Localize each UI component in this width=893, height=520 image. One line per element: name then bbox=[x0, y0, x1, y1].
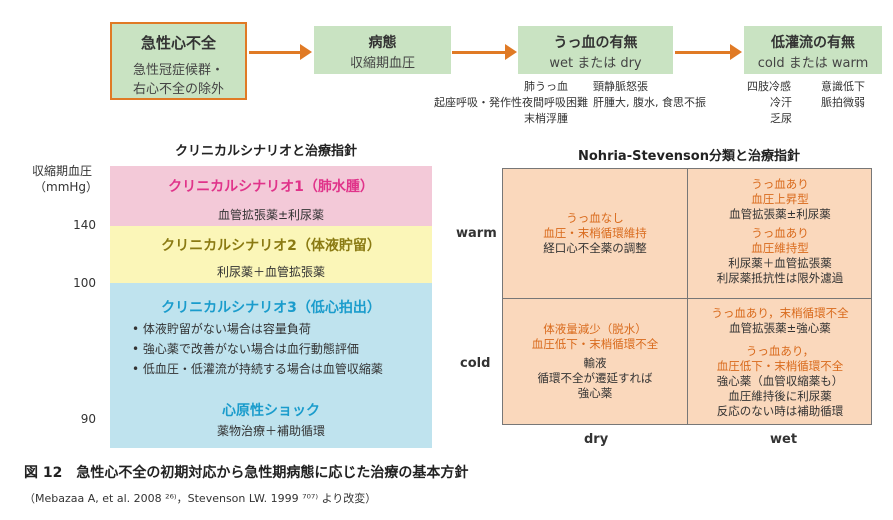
bp-tick-90: 90 bbox=[80, 412, 96, 426]
flow-box-title: うっ血の有無 bbox=[553, 35, 638, 51]
bp-tick-140: 140 bbox=[73, 218, 96, 232]
congestion-note: 末梢浮腫 bbox=[524, 112, 568, 125]
row-label-cold: cold bbox=[460, 356, 491, 371]
figure-source: （Mebazaa A, et al. 2008 ²⁶⁾，Stevenson LW… bbox=[24, 492, 377, 505]
col-label-dry: dry bbox=[584, 432, 609, 447]
cell-line: 血圧・末梢循環維持 bbox=[543, 226, 647, 240]
flow-box-hypoperfusion: 低灌流の有無 cold または warm bbox=[744, 26, 882, 74]
cell-line: 反応のない時は補助循環 bbox=[716, 404, 844, 418]
flow-arrow-head bbox=[300, 44, 312, 60]
scenario-3-bullet: 強心薬で改善がない場合は血行動態評価 bbox=[132, 339, 383, 359]
congestion-note: 肺うっ血 bbox=[524, 80, 568, 93]
flow-arrow-head bbox=[730, 44, 742, 60]
cell-line: 利尿薬＋血管拡張薬 bbox=[728, 256, 832, 270]
congestion-note: 肝腫大, 腹水, 食思不振 bbox=[593, 96, 706, 109]
flow-box-title: 病態 bbox=[368, 35, 397, 51]
flow-arrow bbox=[249, 51, 301, 54]
scenario-2-title: クリニカルシナリオ2（体液貯留） bbox=[161, 238, 381, 254]
scenario-3-title: クリニカルシナリオ3（低心拍出） bbox=[161, 300, 381, 316]
cell-line: うっ血なし bbox=[566, 211, 624, 225]
cell-line: 血管拡張薬±強心薬 bbox=[729, 321, 831, 335]
shock-title: 心原性ショック bbox=[222, 403, 320, 419]
clinical-scenario-title: クリニカルシナリオと治療指針 bbox=[175, 144, 358, 159]
cell-line: 血圧低下・末梢循環不全 bbox=[716, 359, 844, 373]
cell-line: 体液量減少（脱水） bbox=[543, 322, 647, 336]
scenario-3-bullets: 体液貯留がない場合は容量負荷 強心薬で改善がない場合は血行動態評価 低血圧・低灌… bbox=[132, 319, 383, 379]
congestion-note: 起座呼吸・発作性夜間呼吸困難 bbox=[434, 96, 588, 109]
cell-line: 循環不全が遷延すれば bbox=[537, 371, 653, 385]
flow-box-sub: wet または dry bbox=[549, 56, 642, 71]
flow-box-sub: 急性冠症候群・ bbox=[132, 63, 224, 78]
hypoperfusion-note: 意識低下 bbox=[821, 80, 865, 93]
cell-cold-wet: うっ血あり，末梢循環不全 血管拡張薬±強心薬 うっ血あり， 血圧低下・末梢循環不… bbox=[688, 306, 872, 419]
cell-line: 血管拡張薬±利尿薬 bbox=[729, 207, 831, 221]
bp-tick-100: 100 bbox=[73, 276, 96, 290]
flow-arrow bbox=[675, 51, 731, 54]
congestion-note: 頸静脈怒張 bbox=[593, 80, 648, 93]
scenario-3-bullet: 低血圧・低灌流が持続する場合は血管収縮薬 bbox=[132, 359, 383, 379]
flow-arrow-head bbox=[505, 44, 517, 60]
cell-line: 強心薬（血管収縮薬も） bbox=[716, 374, 844, 388]
nohria-grid-hline bbox=[502, 298, 872, 299]
cell-line: 利尿薬抵抗性は限外濾過 bbox=[716, 271, 844, 285]
flow-box-sub: 収縮期血圧 bbox=[349, 56, 415, 71]
bp-axis-label: 収縮期血圧 bbox=[32, 164, 93, 178]
cell-line: 血圧維持型 bbox=[751, 241, 809, 255]
hypoperfusion-note: 乏尿 bbox=[770, 112, 792, 125]
cell-line: 血圧上昇型 bbox=[751, 192, 809, 206]
cell-line: 強心薬 bbox=[577, 386, 613, 400]
flow-box-pathology: 病態 収縮期血圧 bbox=[314, 26, 451, 74]
cell-warm-wet: うっ血あり 血圧上昇型 血管拡張薬±利尿薬 うっ血あり 血圧維持型 利尿薬＋血管… bbox=[688, 177, 872, 286]
flow-box-sub: 右心不全の除外 bbox=[132, 82, 224, 97]
cell-line: 血圧低下・末梢循環不全 bbox=[531, 337, 659, 351]
cell-cold-dry: 体液量減少（脱水） 血圧低下・末梢循環不全 輸液 循環不全が遷延すれば 強心薬 bbox=[503, 322, 687, 401]
hypoperfusion-note: 四肢冷感 bbox=[747, 80, 791, 93]
flow-box-sub: cold または warm bbox=[757, 56, 869, 71]
figure-caption: 図 12 急性心不全の初期対応から急性期病態に応じた治療の基本方針 bbox=[24, 465, 469, 481]
scenario-1-band: クリニカルシナリオ1（肺水腫） 血管拡張薬±利尿薬 bbox=[110, 166, 432, 226]
row-label-warm: warm bbox=[456, 226, 497, 241]
hypoperfusion-note: 脈拍微弱 bbox=[821, 96, 865, 109]
flow-box-acute-heart-failure: 急性心不全 急性冠症候群・ 右心不全の除外 bbox=[110, 22, 247, 100]
cell-line: うっ血あり bbox=[751, 226, 809, 240]
scenario-3-bullet: 体液貯留がない場合は容量負荷 bbox=[132, 319, 383, 339]
cell-line: うっ血あり bbox=[751, 177, 809, 191]
cell-line: うっ血あり，末梢循環不全 bbox=[711, 306, 849, 320]
bp-axis-unit: （mmHg） bbox=[34, 180, 99, 194]
flow-box-title: 急性心不全 bbox=[140, 34, 216, 52]
scenario-1-title: クリニカルシナリオ1（肺水腫） bbox=[168, 179, 374, 195]
cell-line: うっ血あり， bbox=[745, 344, 815, 358]
flow-box-title: 低灌流の有無 bbox=[771, 35, 855, 51]
flow-box-congestion: うっ血の有無 wet または dry bbox=[518, 26, 673, 74]
scenario-2-band: クリニカルシナリオ2（体液貯留） 利尿薬＋血管拡張薬 bbox=[110, 226, 432, 283]
shock-body: 薬物治療＋補助循環 bbox=[216, 424, 325, 438]
col-label-wet: wet bbox=[770, 432, 798, 447]
cell-line: 経口心不全薬の調整 bbox=[543, 241, 647, 255]
cell-line: 血圧維持後に利尿薬 bbox=[728, 389, 832, 403]
hypoperfusion-note: 冷汗 bbox=[770, 96, 792, 109]
cell-line: 輸液 bbox=[583, 356, 607, 370]
nohria-grid-vline bbox=[687, 168, 688, 425]
scenario-2-body: 利尿薬＋血管拡張薬 bbox=[216, 265, 325, 279]
nohria-title: Nohria-Stevenson分類と治療指針 bbox=[578, 149, 800, 164]
flow-arrow bbox=[452, 51, 506, 54]
cell-warm-dry: うっ血なし 血圧・末梢循環維持 経口心不全薬の調整 bbox=[503, 211, 687, 256]
scenario-1-body: 血管拡張薬±利尿薬 bbox=[217, 208, 325, 222]
